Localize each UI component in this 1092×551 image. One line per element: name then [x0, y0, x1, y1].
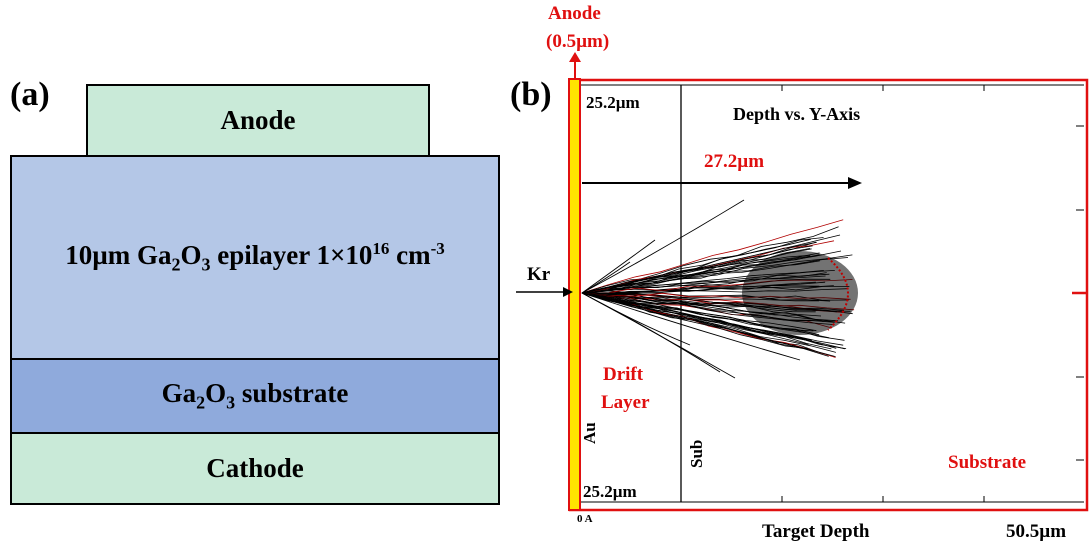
ion-track	[581, 292, 844, 346]
substrate-layer: Ga2O3 substrate	[10, 358, 500, 434]
ion-track	[581, 237, 824, 294]
anode-thickness-label-line2: (0.5µm)	[546, 31, 610, 52]
range-label: 27.2µm	[704, 151, 765, 172]
anode-layer-label: Anode	[220, 105, 296, 135]
substrate-label: Substrate	[948, 452, 1027, 473]
kr-arrow-head	[563, 287, 573, 297]
top-depth-label: 25.2µm	[586, 93, 640, 112]
ion-track-outlier	[581, 239, 656, 294]
epilayer: 10µm Ga2O3 epilayer 1×1016 cm-3	[10, 155, 500, 360]
ion-end-cloud	[742, 251, 858, 335]
cathode-layer: Cathode	[10, 432, 500, 505]
epilayer-label: 10µm Ga2O3 epilayer 1×1016 cm-3	[65, 239, 445, 275]
au-label: Au	[580, 422, 599, 444]
substrate-layer-label: Ga2O3 substrate	[161, 378, 349, 413]
ion-track-outlier	[581, 292, 691, 346]
panel-a-label: (a)	[10, 76, 50, 113]
anode-strip	[568, 78, 581, 511]
panel-b-label: (b)	[510, 76, 552, 113]
ion-label: Kr	[527, 264, 551, 285]
bottom-depth-label: 25.2µm	[583, 482, 637, 501]
x-max-label: 50.5µm	[1006, 521, 1067, 542]
ion-track-outlier	[581, 292, 801, 361]
ion-track-outlier	[581, 261, 631, 294]
ion-track-outlier	[581, 199, 745, 294]
anode-arrow-head	[569, 52, 581, 62]
anode-thickness-label-line1: Anode	[548, 3, 601, 24]
ion-tracks	[581, 199, 858, 379]
ion-track-outlier	[581, 234, 841, 294]
ion-track	[581, 292, 829, 357]
origin-label: 0 A	[577, 513, 593, 525]
drift-layer-label-line2: Layer	[601, 392, 650, 413]
drift-layer-label-line1: Drift	[603, 364, 644, 385]
range-arrow-head	[848, 177, 862, 189]
plot-title: Depth vs. Y-Axis	[733, 104, 861, 124]
sub-label: Sub	[687, 439, 706, 468]
ion-track	[581, 292, 837, 349]
x-axis-label: Target Depth	[762, 521, 870, 542]
ion-track	[581, 219, 844, 294]
anode-layer: Anode	[86, 84, 430, 157]
ion-end-rim	[827, 257, 849, 331]
ion-track	[581, 292, 813, 341]
cathode-layer-label: Cathode	[206, 453, 304, 483]
ion-track	[581, 292, 836, 357]
right-ticks	[1076, 125, 1084, 461]
